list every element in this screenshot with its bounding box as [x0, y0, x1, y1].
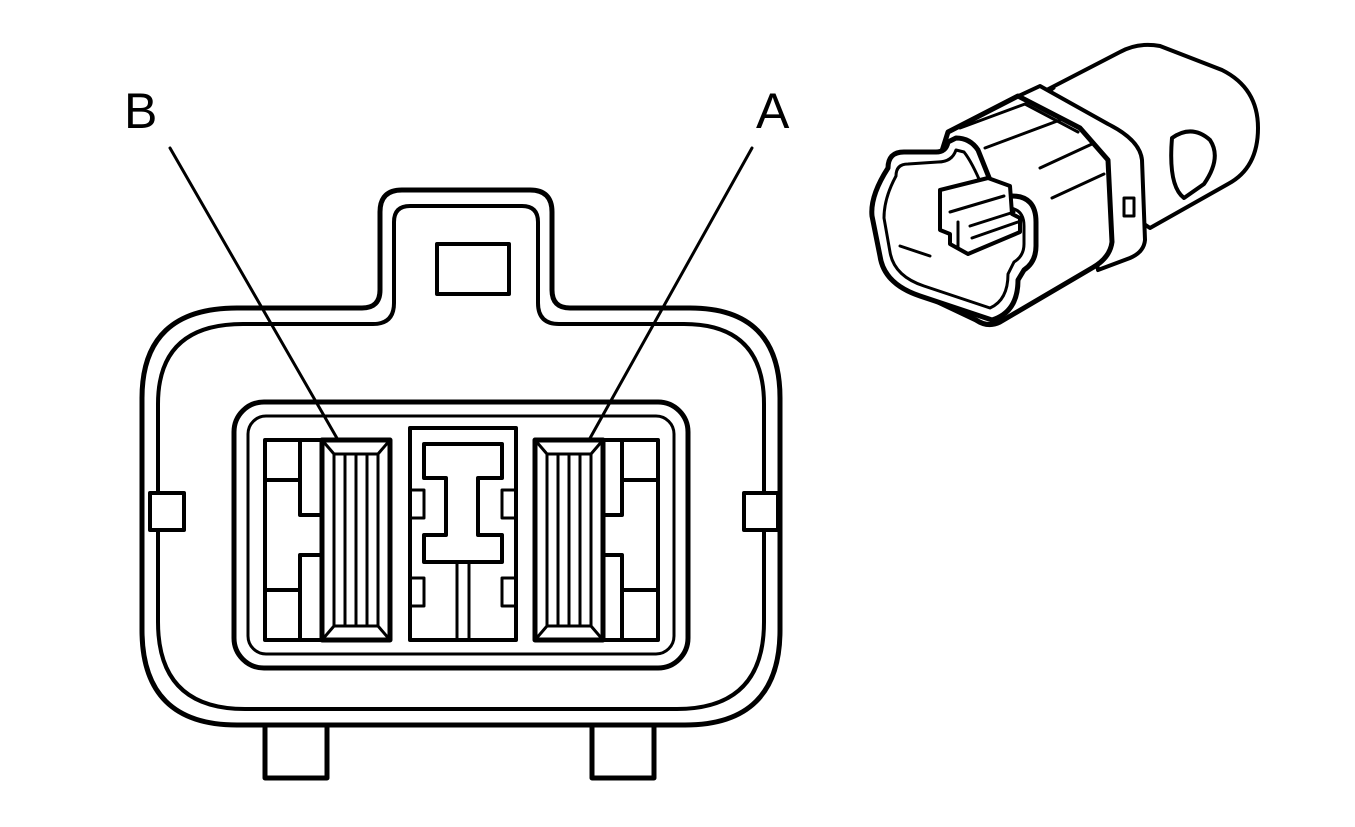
rear-boot [1033, 42, 1260, 230]
pin-label-b: B [124, 83, 157, 139]
connector-iso-view [869, 42, 1260, 328]
rear-boot-opening [1169, 129, 1217, 200]
leader-line-b [168, 146, 340, 442]
mating-face-inner [882, 148, 1026, 310]
leader-line-a [587, 146, 754, 442]
collar-slot [1122, 196, 1136, 218]
center-lock [408, 426, 518, 642]
cavity-frame-inner [246, 414, 676, 656]
leader-lines [168, 146, 754, 442]
side-key-right [742, 491, 780, 532]
terminal-b [319, 437, 393, 643]
latch-window [435, 242, 511, 296]
housing-inner-rim [156, 204, 766, 711]
body-ridge [958, 102, 1080, 150]
right-cavity-guides [600, 438, 660, 642]
left-cavity-guides [263, 438, 324, 642]
connector-face-view [139, 187, 783, 781]
side-key-left [148, 491, 186, 532]
pin-label-a: A [756, 83, 790, 139]
terminal-a [532, 437, 606, 643]
